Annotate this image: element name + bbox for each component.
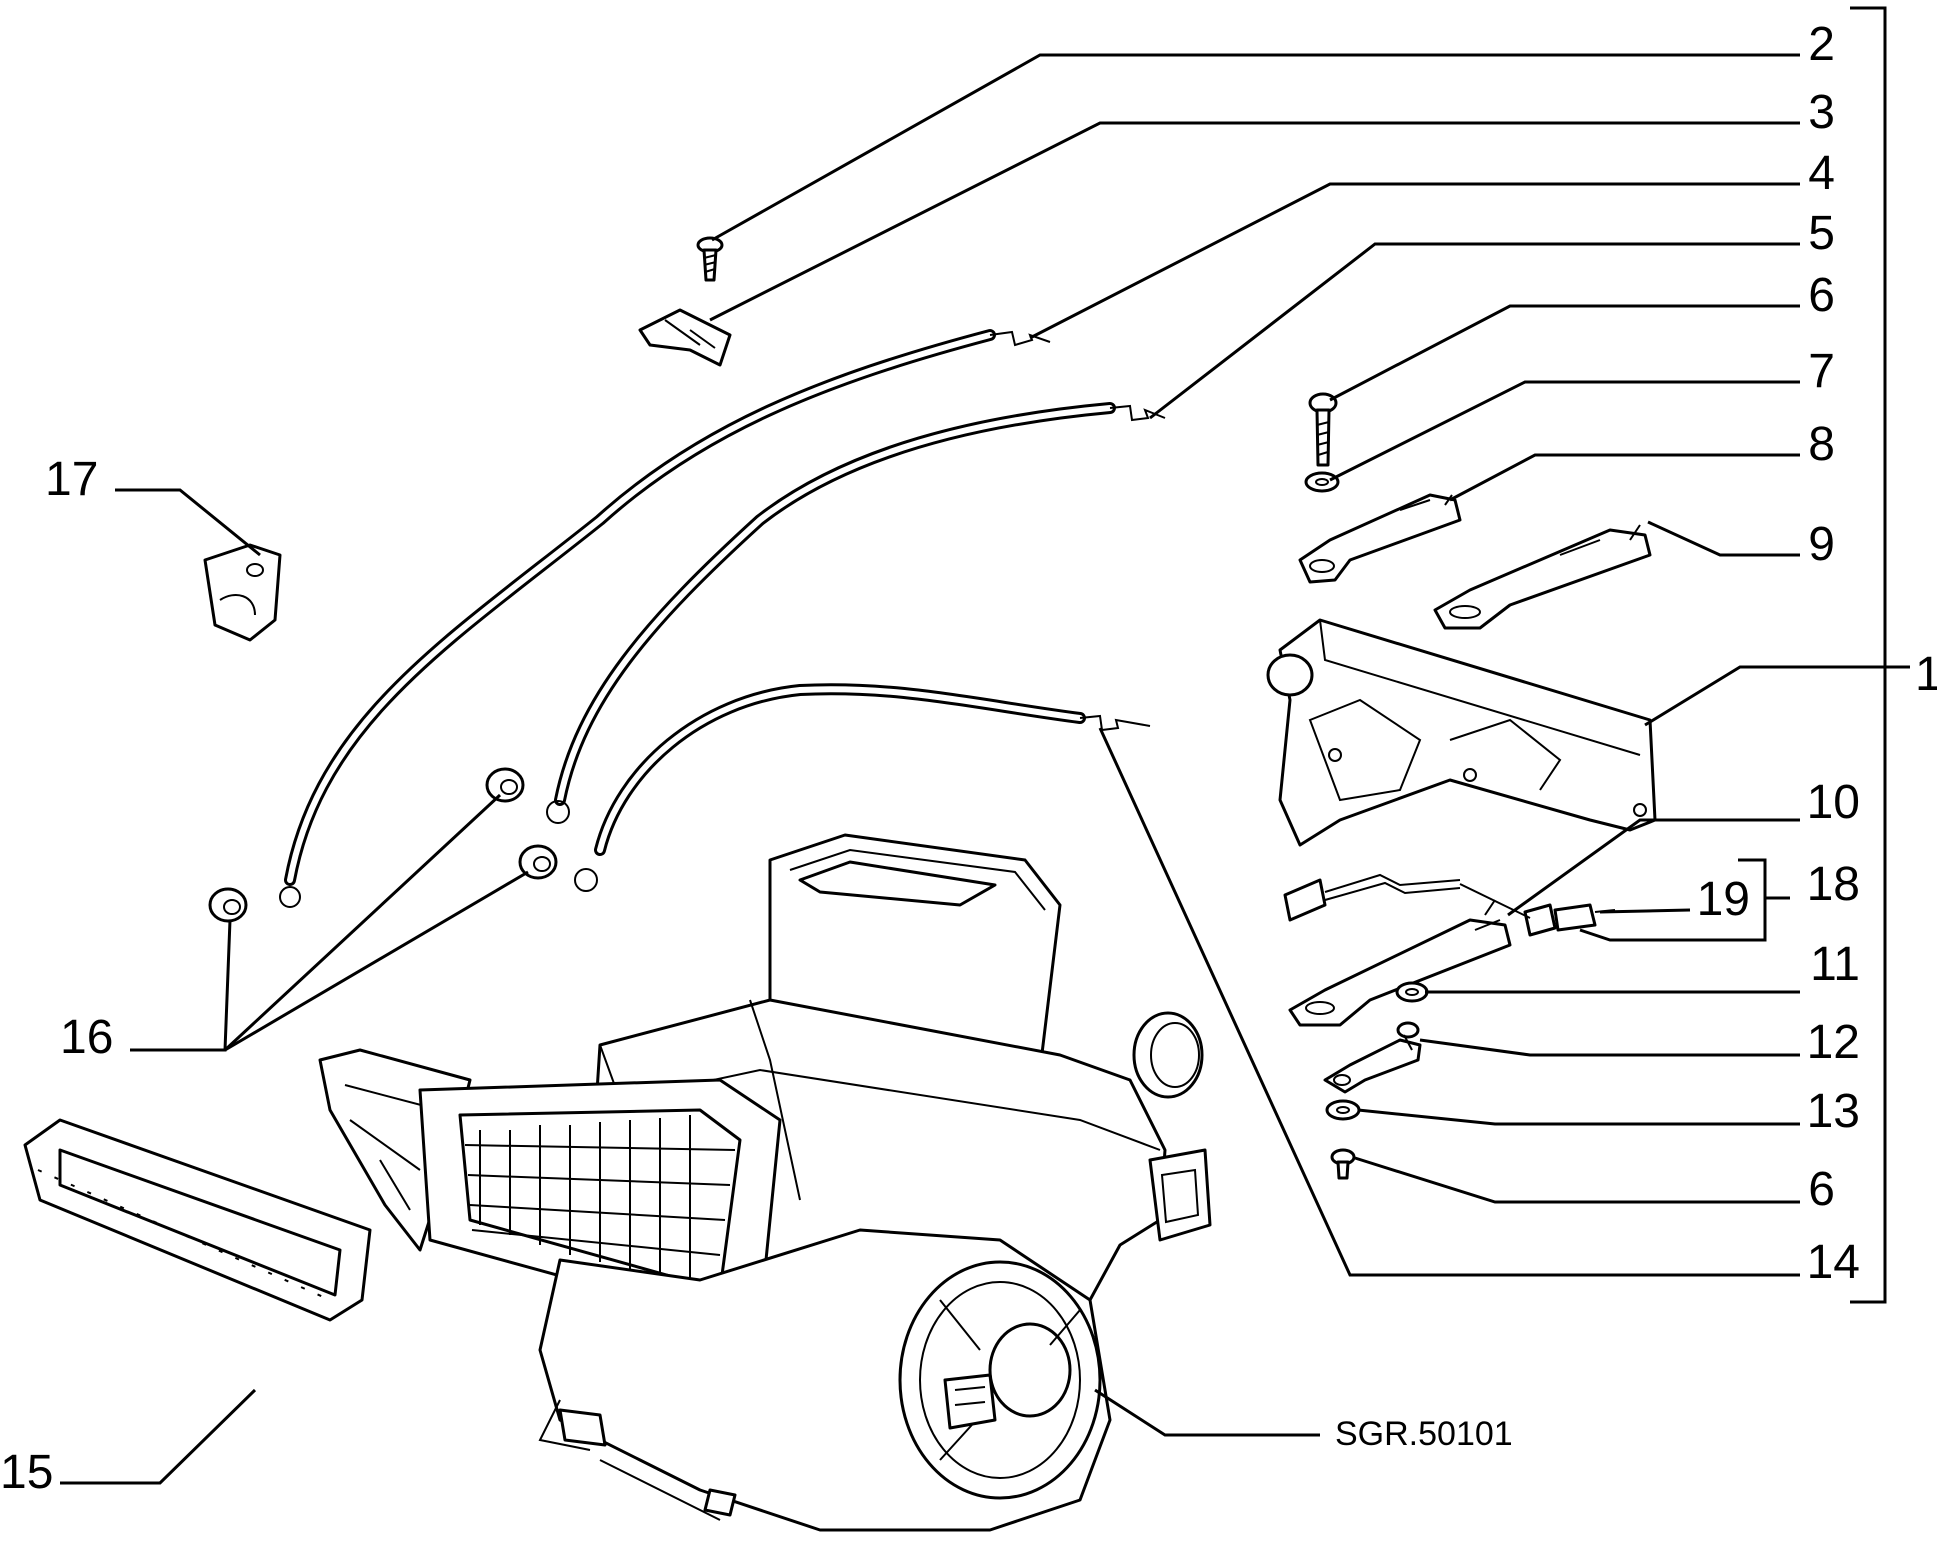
control-cables — [279, 329, 1166, 908]
callout-3: 3 — [1808, 86, 1835, 139]
heater-housing — [318, 833, 1212, 1532]
lever-12 — [1323, 1021, 1422, 1094]
washer-13 — [1325, 1099, 1361, 1121]
lever-9 — [1433, 524, 1652, 630]
callout-7: 7 — [1808, 345, 1835, 398]
washer-11 — [1395, 981, 1429, 1003]
screw-6-top — [1308, 392, 1338, 467]
callout-1: 1 — [1915, 648, 1937, 701]
seal-frame — [23, 1118, 372, 1322]
callout-6-bottom: 6 — [1808, 1163, 1835, 1216]
callout-2: 2 — [1808, 18, 1835, 71]
callout-19: 19 — [1697, 873, 1750, 926]
callout-11: 11 — [1810, 938, 1860, 991]
grommets-16 — [208, 767, 558, 923]
callout-18: 18 — [1807, 858, 1860, 911]
reference-code: SGR.50101 — [1335, 1415, 1513, 1453]
callout-8: 8 — [1808, 418, 1835, 471]
washer-7 — [1304, 471, 1340, 493]
callout-14: 14 — [1807, 1236, 1860, 1289]
callout-4: 4 — [1808, 147, 1835, 200]
callout-17: 17 — [45, 453, 98, 506]
lever-8 — [1298, 493, 1462, 584]
callout-labels: 2 3 4 5 6 7 8 9 1 10 18 19 11 12 13 6 14… — [0, 18, 1937, 1499]
bracket-3 — [638, 308, 732, 367]
control-panel-1 — [1266, 618, 1657, 847]
callout-9: 9 — [1808, 518, 1835, 571]
screw-6-bottom — [1330, 1148, 1356, 1180]
callout-16: 16 — [60, 1011, 113, 1064]
callout-13: 13 — [1807, 1085, 1860, 1138]
callout-15: 15 — [0, 1446, 53, 1499]
screw-2 — [696, 236, 724, 282]
clip-17 — [203, 543, 282, 642]
callout-12: 12 — [1807, 1016, 1860, 1069]
leader-lines — [60, 6, 1910, 1485]
callout-5: 5 — [1808, 207, 1835, 260]
callout-6-top: 6 — [1808, 269, 1835, 322]
lever-10-switch-assembly — [1283, 873, 1512, 1027]
callout-10: 10 — [1807, 776, 1860, 829]
